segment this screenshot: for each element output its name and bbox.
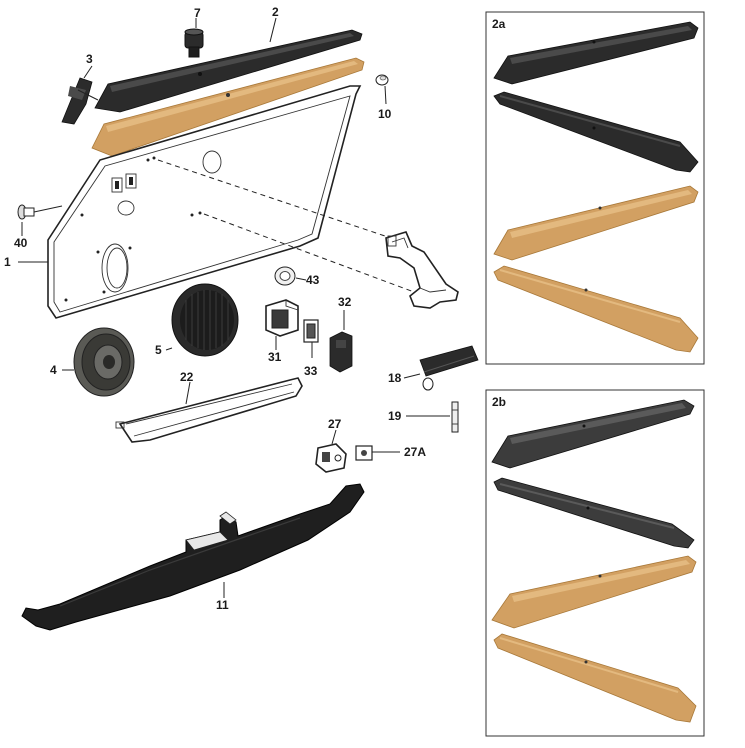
part-10-cap [375,74,389,105]
part-label-27: 27 [328,417,342,431]
part-label-33: 33 [304,364,318,378]
part-3-end-cap [61,65,99,125]
part-label-40: 40 [14,236,28,250]
part-label-19: 19 [388,409,402,423]
part-label-32: 32 [338,295,352,309]
door-pull-bracket [385,231,459,309]
inset-label-2a: 2a [492,17,506,31]
assembly-line [157,159,386,237]
part-40-fastener [17,204,63,236]
assembly-line [203,213,415,293]
part-32-switch [329,310,353,373]
part-label-7: 7 [194,6,201,20]
part-22-pocket-strip [115,377,303,443]
part-4-speaker [62,327,135,397]
part-label-2: 2 [272,5,279,19]
part-label-31: 31 [268,350,282,364]
part-label-10: 10 [378,107,392,121]
part-18-cover-plate [403,345,479,391]
part-label-11: 11 [216,598,229,612]
part-1-door-panel [47,85,362,319]
part-33-switch-bezel [303,319,319,358]
part-7-grommet [184,18,204,58]
part-label-4: 4 [50,363,57,377]
part-label-27a: 27A [404,445,426,459]
inset-2b: 2b [485,389,705,737]
part-label-22: 22 [180,370,194,384]
part-19-pin [406,401,459,433]
part-5-speaker-grille [165,283,239,357]
inset-label-2b: 2b [492,395,506,409]
part-27-latch [315,429,347,473]
part-31-switch-housing [265,299,299,350]
leader-2 [269,17,277,43]
inset-2a: 2a [485,11,705,365]
part-label-1: 1 [4,255,11,269]
part-43-ring [274,266,307,286]
part-11-lower-trim [21,483,365,631]
part-label-5: 5 [155,343,162,357]
part-2-black-trim [94,29,363,113]
part-label-18: 18 [388,371,402,385]
part-label-43: 43 [306,273,320,287]
part-27a-clip [355,445,400,461]
part-label-3: 3 [86,52,93,66]
